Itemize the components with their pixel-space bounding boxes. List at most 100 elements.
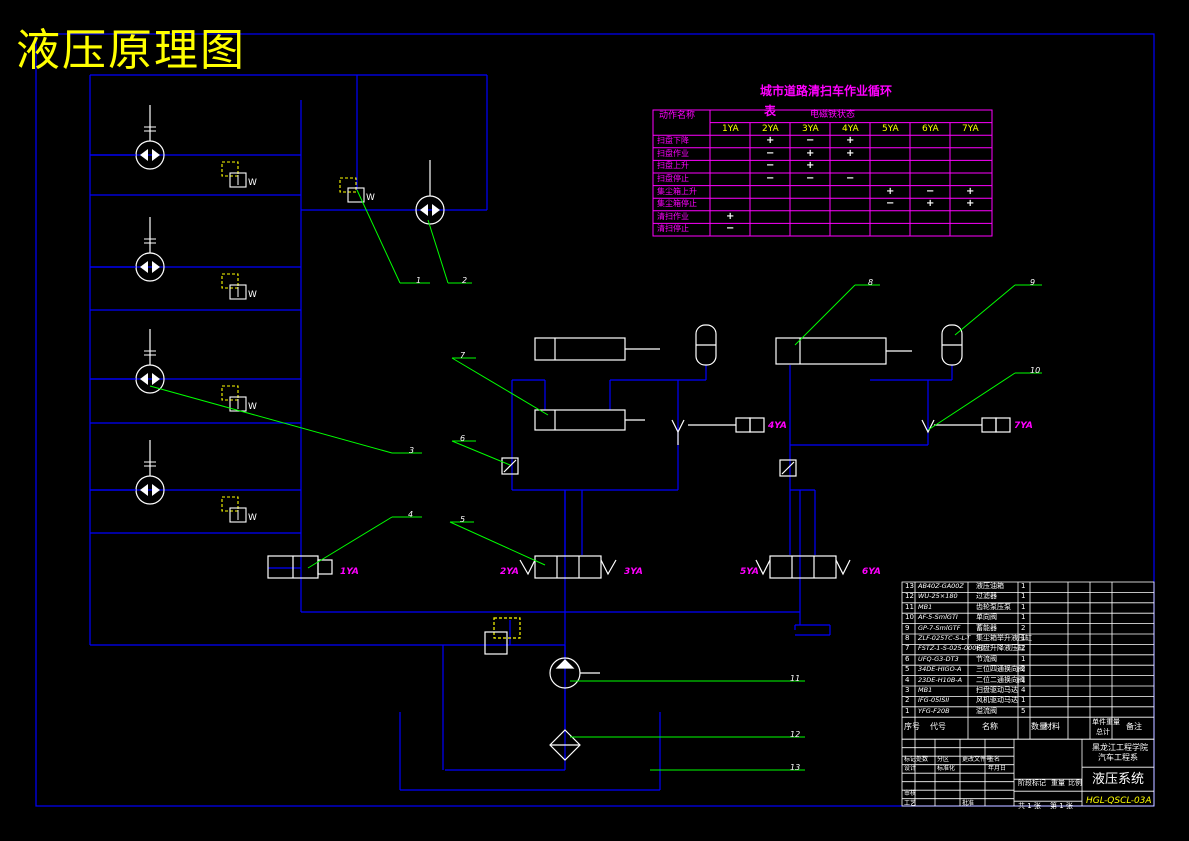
cycle-table-title-line2: 表 (764, 104, 777, 118)
relief-body (229, 507, 247, 523)
callout-number: 12 (790, 730, 801, 739)
solenoid-label-s2: 2YA (500, 567, 519, 577)
parts-row-name: 蓄能器 (976, 623, 997, 632)
manifold-lines (89, 74, 953, 791)
parts-list-grid (901, 581, 1155, 807)
parts-row-no: 3 (905, 686, 910, 694)
callout-number: 11 (790, 674, 801, 683)
parts-row-qty: 2 (1021, 665, 1026, 674)
relief-body (229, 284, 247, 300)
parts-row-qty: 1 (1021, 654, 1026, 663)
drawing-title: 液压原理图 (16, 25, 246, 76)
motor-arrow (140, 373, 148, 385)
parts-row-name: 溢流阀 (976, 706, 997, 715)
callout-number: 8 (868, 278, 874, 287)
title-block-sheet-of: 第 1 张 (1050, 802, 1073, 811)
motor-arrow (420, 204, 428, 216)
callout-number: 13 (790, 763, 801, 772)
parts-row-no: 6 (905, 654, 910, 663)
cycle-table-col-header: 7YA (962, 123, 979, 134)
parts-row-code: ZLF-025TC-S-L-T (918, 634, 971, 642)
parts-row-name: 扫盘升降液压缸 (976, 644, 1025, 653)
cycle-table-col-header: 6YA (922, 123, 939, 134)
title-block-signature: 签名 (988, 756, 1001, 764)
drive-motor: W (90, 440, 257, 523)
cycle-table-row-label: 扫盘停止 (657, 174, 689, 183)
parts-row-name: 集尘箱举升液压缸 (976, 634, 1032, 642)
parts-row-code: 34DE-HIGO-A (918, 665, 962, 674)
title-block-weight: 重量 (1051, 779, 1065, 788)
spring-mark: W (248, 402, 257, 412)
parts-row-no: 11 (905, 602, 914, 611)
title-block-ymd: 年月日 (988, 765, 1007, 773)
title-block-drawing-name: 液压系统 (1092, 772, 1145, 788)
motor-arrow (140, 149, 148, 161)
parts-row-no: 4 (905, 675, 910, 684)
cycle-table-cell: + (726, 210, 735, 222)
pump-and-filter (549, 657, 600, 761)
cycle-table-cell: − (766, 160, 775, 172)
title-block-stage: 阶段标记 (1018, 779, 1046, 788)
cycle-table-row-label: 扫盘上升 (657, 161, 689, 171)
drawing-border (35, 33, 1155, 807)
motor-arrow (152, 484, 160, 496)
check-valves (671, 419, 935, 445)
cycle-table-cell: + (766, 135, 775, 147)
relief-body (347, 187, 365, 203)
parts-row-name: 二位二通换向阀 (976, 675, 1025, 684)
cycle-table-cell: − (806, 173, 815, 184)
callout-number: 6 (460, 434, 466, 443)
title-block-approve: 批准 (962, 800, 975, 808)
parts-row-name: 液压油箱 (976, 582, 1004, 590)
parts-row-qty: 1 (1021, 613, 1026, 622)
title-block-sheet: 共 1 张 (1018, 802, 1041, 811)
parts-header-remark: 备注 (1126, 722, 1142, 732)
parts-row-no: 5 (905, 665, 910, 674)
cycle-table-col-header: 2YA (762, 123, 779, 134)
parts-row-code: 23DE-H10B-A (918, 675, 963, 684)
cycle-table-cell: − (806, 135, 815, 147)
motor-arrow (152, 149, 160, 161)
parts-row-qty: 1 (1021, 634, 1026, 642)
parts-row-qty: 5 (1021, 706, 1026, 715)
parts-row-qty: 2 (1021, 644, 1026, 653)
parts-row-name: 节流阀 (976, 654, 997, 663)
parts-row-code: FSTZ-1-S-025-00060 (918, 644, 985, 653)
parts-row-code: AB40Z-GA00Z (918, 582, 964, 590)
solenoid-label-s6: 6YA (862, 567, 881, 577)
valve-5ya-6ya (769, 555, 837, 579)
parts-row-name: 过滤器 (976, 592, 997, 601)
cycle-table-row-label: 扫盘作业 (657, 148, 689, 158)
parts-row-name: 风机驱动马达 (976, 696, 1018, 705)
title-block-frame (901, 738, 1155, 807)
parts-row-qty: 1 (1021, 592, 1026, 601)
parts-header-material: 材料 (1044, 722, 1060, 732)
title-block-craft: 工艺 (904, 800, 917, 808)
motor-arrow (152, 373, 160, 385)
cycle-table-row-label: 扫盘下降 (657, 136, 689, 146)
cycle-table-col-header: 5YA (882, 123, 899, 134)
callout-number: 9 (1030, 278, 1036, 287)
parts-row-code: MB1 (918, 602, 933, 611)
sweep-cylinder-top (534, 337, 626, 361)
valve-2ya-3ya (534, 555, 602, 579)
parts-row-name: 三位四通换向阀 (976, 665, 1025, 674)
parts-header-qty: 数量 (1031, 722, 1047, 732)
parts-row-no: 10 (905, 613, 914, 622)
cycle-table-row-label: 集尘箱停止 (657, 199, 697, 209)
motor-arrow (140, 261, 148, 273)
cycle-table-cell: + (926, 198, 935, 210)
motor-arrow (152, 261, 160, 273)
solenoid-label-s1: 1YA (340, 567, 359, 577)
drive-motor: W (90, 329, 257, 412)
callout-number: 10 (1030, 366, 1041, 375)
drive-motor: W (90, 105, 257, 188)
cycle-table-grid (652, 109, 993, 237)
parts-header-code: 代号 (930, 722, 946, 732)
parts-row-qty: 2 (1021, 623, 1026, 632)
parts-row-qty: 4 (1021, 686, 1026, 694)
spring-mark: W (248, 290, 257, 300)
parts-header-name: 名称 (982, 722, 998, 732)
parts-row-qty: 1 (1021, 582, 1026, 590)
